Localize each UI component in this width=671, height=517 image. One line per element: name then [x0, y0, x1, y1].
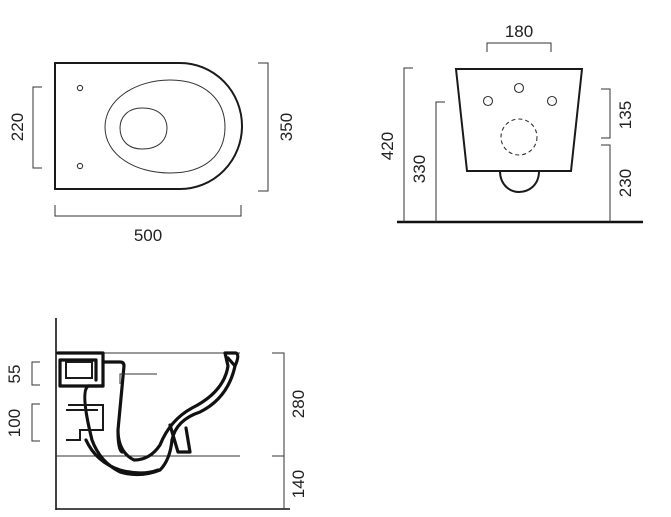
front-fixing-hole-right	[546, 95, 558, 107]
dim-label-lower: 230	[616, 169, 635, 197]
side-view: 55 100 280 140	[5, 318, 308, 510]
dim-line-depth	[258, 62, 269, 192]
fixing-hole-top	[76, 84, 84, 92]
dim-label-upper: 135	[616, 101, 635, 129]
top-view-bowl-inner	[119, 107, 168, 150]
front-view-body	[454, 68, 584, 172]
dim-line-width	[54, 205, 242, 217]
side-inlet-block	[56, 351, 105, 388]
dim-line-lower	[601, 144, 611, 222]
dim-label-base: 140	[289, 470, 308, 498]
dim-label-height-total: 420	[378, 132, 397, 160]
side-foot	[168, 423, 192, 454]
dim-label-fixing: 220	[8, 113, 27, 141]
dim-label-fixing-spacing: 180	[505, 22, 533, 41]
side-bowl-outer	[83, 351, 240, 477]
dim-line-top-inlet	[31, 361, 40, 386]
dim-line-height-total	[403, 67, 413, 222]
fixing-hole-bottom	[76, 162, 84, 170]
front-view: 180 420 330 135 230	[378, 22, 643, 224]
front-fixing-hole-center	[513, 82, 525, 94]
dim-line-fixing	[32, 86, 42, 169]
top-view-bowl-rim	[104, 79, 226, 174]
dim-line-fixing-spacing	[486, 42, 552, 52]
top-view: 500 350 220	[8, 62, 296, 245]
dim-line-upper	[601, 88, 611, 139]
dim-line-height-inlet	[435, 101, 445, 222]
side-flush-marker	[119, 373, 157, 384]
dim-label-height-inlet: 330	[410, 155, 429, 183]
dim-label-width: 500	[134, 226, 162, 245]
side-trap-inner	[66, 404, 104, 441]
dim-label-depth: 350	[277, 113, 296, 141]
dim-label-bowl-height: 280	[289, 390, 308, 418]
front-outlet-dashed	[500, 118, 538, 156]
dim-line-outlet	[31, 403, 40, 442]
top-view-outline	[54, 62, 243, 190]
dim-line-bowl-height	[272, 352, 285, 457]
dim-label-outlet: 100	[5, 409, 24, 437]
front-fixing-hole-left	[482, 95, 494, 107]
side-inlet-detail	[65, 361, 93, 379]
dim-label-top-inlet: 55	[5, 365, 24, 384]
front-view-foot	[499, 170, 540, 194]
side-siphon	[84, 438, 160, 475]
